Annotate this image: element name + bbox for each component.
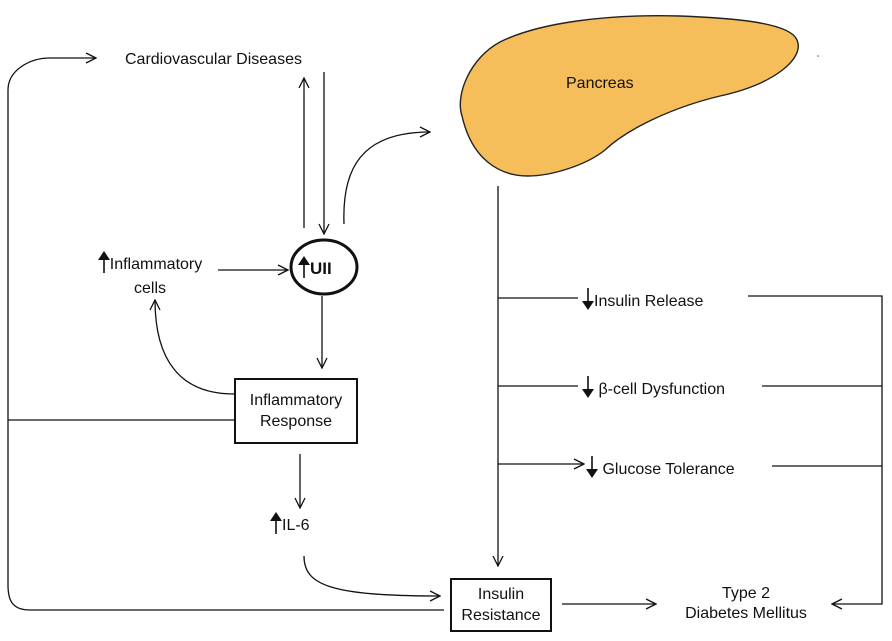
insulin-release-text: Insulin Release	[594, 293, 704, 311]
loop-to-cardiovascular	[7, 58, 444, 611]
t2dm-label: Type 2 Diabetes Mellitus	[660, 584, 832, 624]
uii-ellipse	[289, 238, 359, 296]
beta-cell-text: β-cell Dysfunction	[598, 381, 726, 399]
insulin-resistance-line1: Insulin	[477, 586, 525, 603]
glucose-tolerance-text: Glucose Tolerance	[602, 461, 735, 479]
il6-label: IL-6	[270, 512, 310, 540]
uii-text: UII	[310, 258, 332, 278]
beta-cell-label: β-cell Dysfunction	[582, 376, 725, 404]
glucose-tolerance-label: Glucose Tolerance	[586, 456, 735, 484]
up-arrow-icon	[270, 512, 282, 540]
down-arrow-icon	[586, 456, 598, 484]
pancreas-shape	[459, 15, 799, 177]
up-arrow-icon	[298, 256, 310, 283]
inflammatory-response-line1: Inflammatory	[249, 392, 343, 409]
cardiovascular-label: Cardiovascular Diseases	[125, 51, 302, 68]
down-arrow-icon	[582, 288, 594, 316]
inflammatory-response-box: Inflammatory Response	[234, 378, 358, 444]
down-arrow-icon	[582, 376, 594, 404]
t2dm-line2: Diabetes Mellitus	[685, 605, 807, 622]
t2dm-line1: Type 2	[721, 585, 771, 602]
up-arrow-icon	[97, 251, 110, 279]
insulin-resistance-line2: Resistance	[461, 607, 541, 624]
inflammatory-cells-line1: Inflammatory	[109, 256, 203, 274]
right-collector	[748, 295, 883, 604]
uii-to-pancreas	[343, 132, 430, 225]
stray-dot	[817, 55, 819, 57]
inflammatory-cells-label: Inflammatory cells	[80, 251, 220, 299]
insulin-release-label: Insulin Release	[582, 288, 703, 316]
inflammatory-response-line2: Response	[259, 413, 333, 430]
il6-text: IL-6	[282, 517, 310, 535]
pancreas-label: Pancreas	[566, 75, 634, 92]
il6-to-resistance	[303, 555, 440, 596]
insulin-resistance-box: Insulin Resistance	[450, 578, 552, 632]
uii-label: UII	[298, 256, 332, 283]
response-to-cells	[155, 300, 235, 395]
inflammatory-cells-line2: cells	[133, 280, 166, 297]
